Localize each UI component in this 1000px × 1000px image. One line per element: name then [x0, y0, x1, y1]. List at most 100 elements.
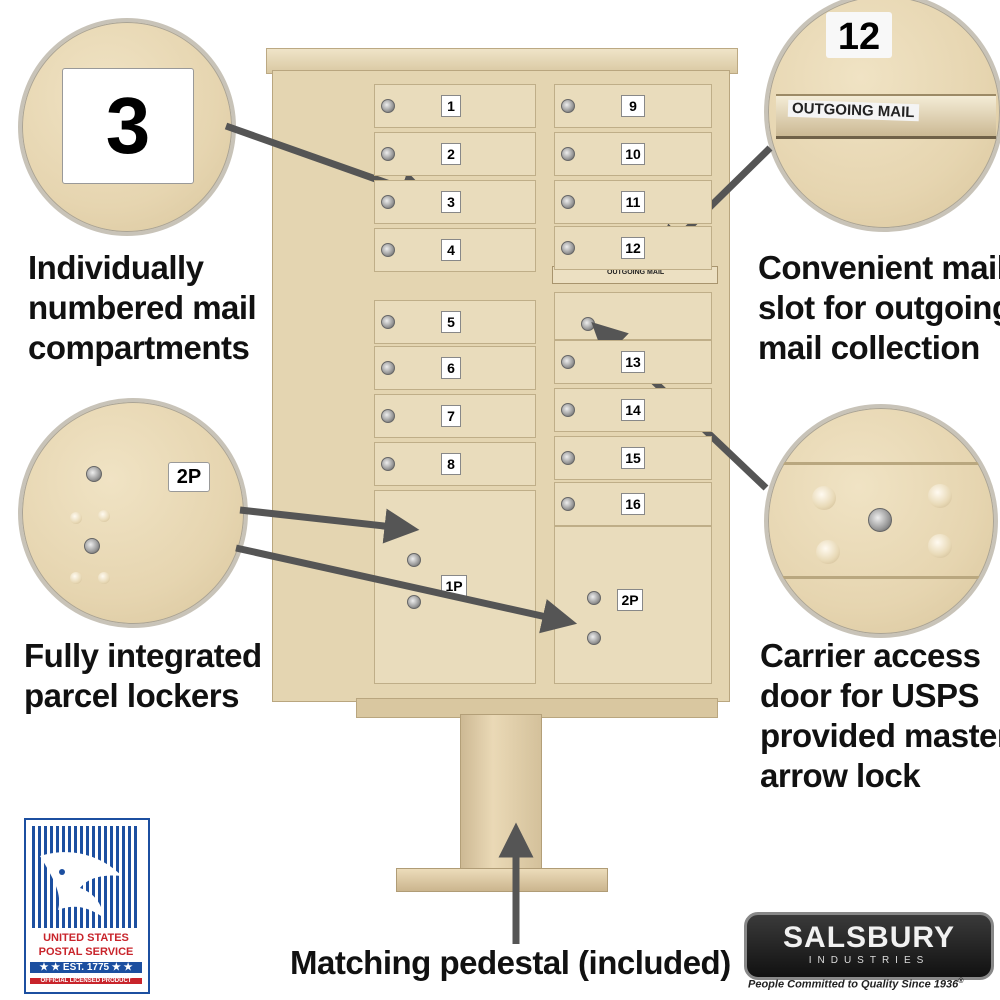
usps-text-line-2: POSTAL SERVICE [38, 946, 134, 958]
lock-icon [381, 409, 395, 423]
lock-icon [381, 147, 395, 161]
lock-icon [561, 403, 575, 417]
compartment-number: 15 [621, 447, 645, 469]
arrow-lock-icon [868, 508, 892, 532]
parcel-locker-1-label: 1P [441, 575, 467, 597]
lock-icon [561, 99, 575, 113]
callout-numbered-compartments: Individually numbered mail compartments [28, 248, 257, 368]
parcel-locker-1[interactable]: 1P [374, 490, 536, 684]
parcel-locker-2-label: 2P [617, 589, 643, 611]
zoom-outgoing-label: OUTGOING MAIL [787, 99, 919, 122]
mail-compartment-door[interactable]: 15 [554, 436, 712, 480]
salsbury-name: SALSBURY [783, 921, 955, 954]
lock-icon [561, 451, 575, 465]
pedestal-post [460, 714, 542, 876]
compartment-number: 3 [441, 191, 461, 213]
lock-icon [407, 553, 421, 567]
salsbury-tagline: People Committed to Quality Since 1936® [748, 978, 963, 991]
usps-eagle-panel [32, 826, 138, 928]
salsbury-tagline-text: People Committed to Quality Since 1936 [748, 978, 959, 991]
arrow-lock-icon [581, 317, 595, 331]
mail-compartment-door[interactable]: 6 [374, 346, 536, 390]
callout-line: Convenient mail [758, 249, 1000, 286]
outgoing-slot-label: OUTGOING MAIL [607, 269, 665, 276]
usps-text-line-4: OFFICIAL LICENSED PRODUCT [30, 978, 142, 984]
mail-compartment-door[interactable]: 3 [374, 180, 536, 224]
stud-icon [928, 534, 952, 558]
stud-icon [98, 572, 110, 584]
stud-icon [70, 572, 82, 584]
callout-carrier-door: Carrier access door for USPS provided ma… [760, 636, 1000, 796]
lock-icon [407, 595, 421, 609]
zoom-parcel-label-value: 2P [176, 466, 202, 488]
lock-icon [587, 631, 601, 645]
stud-icon [70, 512, 82, 524]
mail-compartment-door[interactable]: 14 [554, 388, 712, 432]
usps-text-line-3: ★ ★ EST. 1775 ★ ★ [30, 962, 142, 973]
mail-compartment-door[interactable]: 9 [554, 84, 712, 128]
mail-compartment-door[interactable]: 11 [554, 180, 712, 224]
callout-line: compartments [28, 329, 250, 366]
zoom-door-edge [768, 576, 994, 579]
pedestal-base [396, 868, 608, 892]
lock-icon [381, 243, 395, 257]
zoom-number-value: 3 [105, 81, 151, 170]
lock-icon [561, 497, 575, 511]
mail-compartment-door[interactable]: 16 [554, 482, 712, 526]
stud-icon [816, 540, 840, 564]
parcel-locker-2[interactable]: 2P [554, 526, 712, 684]
lock-icon [561, 147, 575, 161]
salsbury-sub: INDUSTRIES [808, 955, 930, 966]
mail-compartment-door[interactable]: 8 [374, 442, 536, 486]
zoom-door-edge [768, 462, 994, 465]
mail-compartment-door[interactable]: 13 [554, 340, 712, 384]
zoom-carrier-lock [764, 404, 998, 638]
mail-compartment-door[interactable]: 2 [374, 132, 536, 176]
compartment-number: 2 [441, 143, 461, 165]
eagle-icon [40, 852, 122, 918]
mail-compartment-door[interactable]: 10 [554, 132, 712, 176]
lock-icon [86, 466, 102, 482]
callout-parcel-lockers: Fully integrated parcel lockers [24, 636, 262, 716]
compartment-number: 4 [441, 239, 461, 261]
zoom-outgoing-slot: 12 OUTGOING MAIL [764, 0, 1000, 232]
carrier-access-door[interactable] [554, 292, 712, 340]
lock-icon [381, 457, 395, 471]
compartment-number: 1 [441, 95, 461, 117]
lock-icon [561, 195, 575, 209]
callout-line: provided master [760, 717, 1000, 754]
callout-line: door for USPS [760, 677, 980, 714]
compartment-number: 6 [441, 357, 461, 379]
zoom-slot-plate: OUTGOING MAIL [776, 94, 996, 139]
mail-compartment-door[interactable]: 12 [554, 226, 712, 270]
callout-line: Individually [28, 249, 204, 286]
callout-line: Carrier access [760, 637, 981, 674]
lock-icon [587, 591, 601, 605]
callout-line: parcel lockers [24, 677, 239, 714]
stud-icon [812, 486, 836, 510]
lock-icon [381, 195, 395, 209]
mail-compartment-door[interactable]: 7 [374, 394, 536, 438]
compartment-number: 16 [621, 493, 645, 515]
compartment-number: 12 [621, 237, 645, 259]
compartment-number: 7 [441, 405, 461, 427]
usps-text-line-1: UNITED STATES [43, 932, 129, 944]
lock-icon [561, 355, 575, 369]
callout-line: numbered mail [28, 289, 257, 326]
callout-pedestal: Matching pedestal (included) [290, 944, 731, 981]
zoom-top-number-value: 12 [837, 16, 881, 58]
callout-line: mail collection [758, 329, 980, 366]
stud-icon [98, 510, 110, 522]
compartment-number: 5 [441, 311, 461, 333]
zoom-parcel-locker: 2P [18, 398, 248, 628]
mail-compartment-door[interactable]: 1 [374, 84, 536, 128]
mail-compartment-door[interactable]: 5 [374, 300, 536, 344]
usps-logo: UNITED STATES POSTAL SERVICE ★ ★ EST. 17… [24, 818, 150, 994]
lock-icon [84, 538, 100, 554]
mail-compartment-door[interactable]: 4 [374, 228, 536, 272]
lock-icon [381, 315, 395, 329]
callout-line: slot for outgoing [758, 289, 1000, 326]
callout-outgoing-slot: Convenient mail slot for outgoing mail c… [758, 248, 1000, 368]
compartment-number: 13 [621, 351, 645, 373]
compartment-number: 14 [621, 399, 645, 421]
